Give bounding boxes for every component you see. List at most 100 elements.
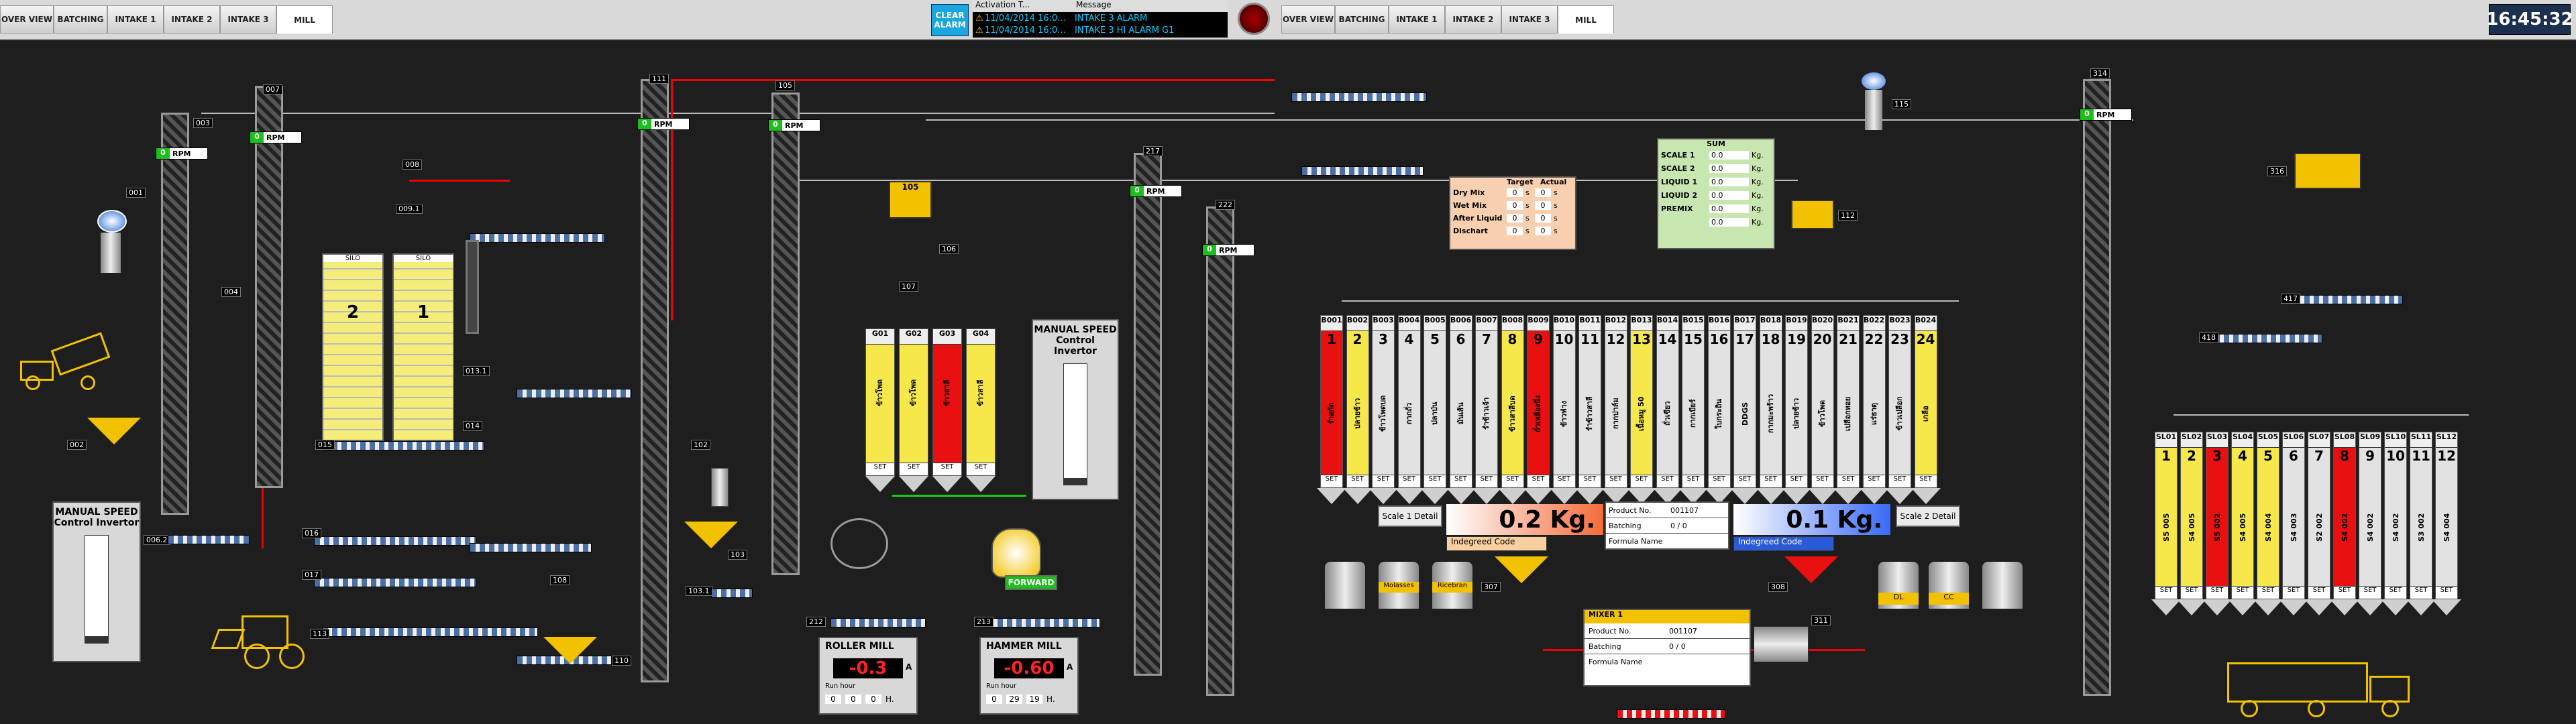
hammer-mill-motor[interactable]	[991, 528, 1041, 578]
conveyor-021[interactable]	[517, 389, 632, 398]
speed-slider-left[interactable]	[85, 535, 109, 644]
bin-set-button[interactable]: SET	[2410, 586, 2432, 599]
bin-set-button[interactable]: SET	[2232, 586, 2253, 599]
bin-set-button[interactable]: SET	[900, 463, 928, 475]
dust-filter-102[interactable]	[711, 468, 729, 507]
bin-set-button[interactable]: SET	[1450, 475, 1472, 487]
conveyor-022[interactable]	[470, 543, 592, 552]
conveyor-006[interactable]	[168, 535, 250, 544]
dust-collector-001[interactable]	[97, 210, 127, 290]
bin-set-button[interactable]: SET	[1605, 475, 1627, 487]
elevator-003[interactable]	[161, 113, 189, 515]
nav-tab-intake-1[interactable]: INTAKE 1	[107, 5, 164, 34]
bin-set-button[interactable]: SET	[2181, 586, 2202, 599]
bin-set-button[interactable]: SET	[1811, 475, 1833, 487]
bin-set-button[interactable]: SET	[1889, 475, 1911, 487]
conveyor-019[interactable]	[314, 578, 476, 587]
scale-1-indegreed-code[interactable]: Indegreed Code	[1446, 536, 1547, 551]
bin-set-button[interactable]: SET	[1424, 475, 1446, 487]
bin-set-button[interactable]: SET	[1837, 475, 1859, 487]
mixer-motor[interactable]	[1754, 626, 1809, 662]
conveyor-113[interactable]	[322, 627, 538, 637]
manual-speed-panel-left[interactable]: MANUAL SPEED Control Invertor	[52, 501, 141, 662]
bin-set-button[interactable]: SET	[1863, 475, 1885, 487]
elevator-111[interactable]	[641, 79, 669, 682]
silo-2[interactable]: SILO 2	[322, 253, 384, 441]
nav-tab-batching[interactable]: BATCHING	[54, 5, 107, 34]
alarm-horn-icon[interactable]	[1238, 3, 1270, 35]
elevator-217[interactable]	[1134, 153, 1162, 676]
bin-set-button[interactable]: SET	[1734, 475, 1756, 487]
bin-set-button[interactable]: SET	[1553, 475, 1575, 487]
dust-collector-115[interactable]	[1862, 72, 1886, 146]
scale-112[interactable]	[1791, 200, 1834, 229]
conveyor-101[interactable]	[1291, 93, 1427, 102]
conveyor-015[interactable]	[322, 441, 484, 450]
timing-target[interactable]: 0	[1507, 201, 1523, 210]
nav-tab-over-view[interactable]: OVER VIEW	[0, 5, 54, 34]
bin-set-button[interactable]: SET	[2334, 586, 2355, 599]
bin-set-button[interactable]: SET	[1476, 475, 1497, 487]
speed-slider[interactable]	[1063, 363, 1087, 485]
scale-2-indegreed-code[interactable]: Indegreed Code	[1733, 536, 1834, 551]
clear-alarm-button[interactable]: CLEAR ALARM	[931, 4, 969, 36]
scale-105[interactable]: 105	[889, 181, 932, 219]
forward-button[interactable]: FORWARD	[1005, 575, 1057, 590]
bin-set-button[interactable]: SET	[1321, 475, 1342, 487]
bin-set-button[interactable]: SET	[2155, 586, 2177, 599]
liquid-tank-1[interactable]	[1325, 562, 1365, 609]
bin-set-button[interactable]: SET	[1786, 475, 1807, 487]
manual-speed-panel[interactable]: MANUAL SPEED Control Invertor	[1032, 319, 1119, 500]
bin-set-button[interactable]: SET	[1656, 475, 1678, 487]
alarm-row[interactable]: ⚠11/04/2014 16:0...INTAKE 3 ALARM	[973, 12, 1228, 24]
bin-set-button[interactable]: SET	[2359, 586, 2381, 599]
bin-set-button[interactable]: SET	[1760, 475, 1782, 487]
bin-set-button[interactable]: SET	[2308, 586, 2330, 599]
bin-set-button[interactable]: SET	[1346, 475, 1368, 487]
scale-1-detail-button[interactable]: Scale 1 Detail	[1378, 505, 1442, 527]
conveyor-418[interactable]	[2214, 334, 2322, 343]
conveyor-212[interactable]	[830, 618, 926, 627]
bin-set-button[interactable]: SET	[933, 463, 961, 475]
bin-set-button[interactable]: SET	[1579, 475, 1601, 487]
scale-2-detail-button[interactable]: Scale 2 Detail	[1896, 505, 1960, 527]
bin-set-button[interactable]: SET	[2206, 586, 2228, 599]
bin-set-button[interactable]: SET	[1527, 475, 1549, 487]
timing-target[interactable]: 0	[1507, 188, 1523, 197]
nav-tab-mill[interactable]: MILL	[276, 5, 333, 34]
conveyor-010[interactable]	[470, 233, 605, 243]
bin-set-button[interactable]: SET	[1631, 475, 1652, 487]
